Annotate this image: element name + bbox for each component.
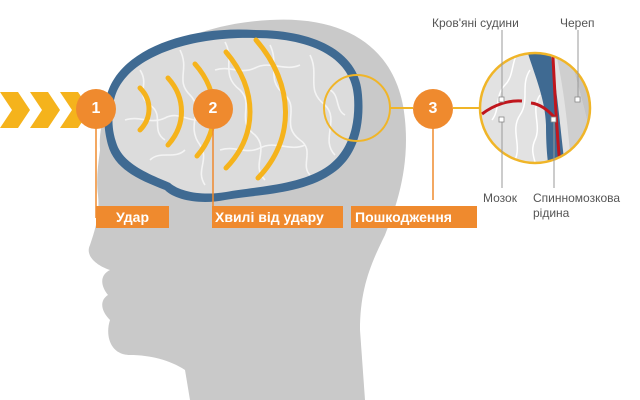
csf-label-line1: Спинномозкова [533,191,621,205]
skull-label: Череп [560,16,595,30]
step-1-marker: 1 [76,89,116,129]
step-1-label: Удар [96,206,169,228]
step-2-label: Хвилі від удару [212,206,343,228]
detail-pointers [501,30,579,188]
detail-ring [478,51,592,165]
step-3-marker: 3 [413,89,453,129]
blood-vessels-label: Кров'яні судини [432,16,519,30]
step-3-label: Пошкодження [351,206,477,228]
csf-label-line2: рідина [533,206,570,220]
step-2-marker: 2 [193,89,233,129]
brain-label: Мозок [483,191,517,205]
pointer-markers [498,96,581,123]
